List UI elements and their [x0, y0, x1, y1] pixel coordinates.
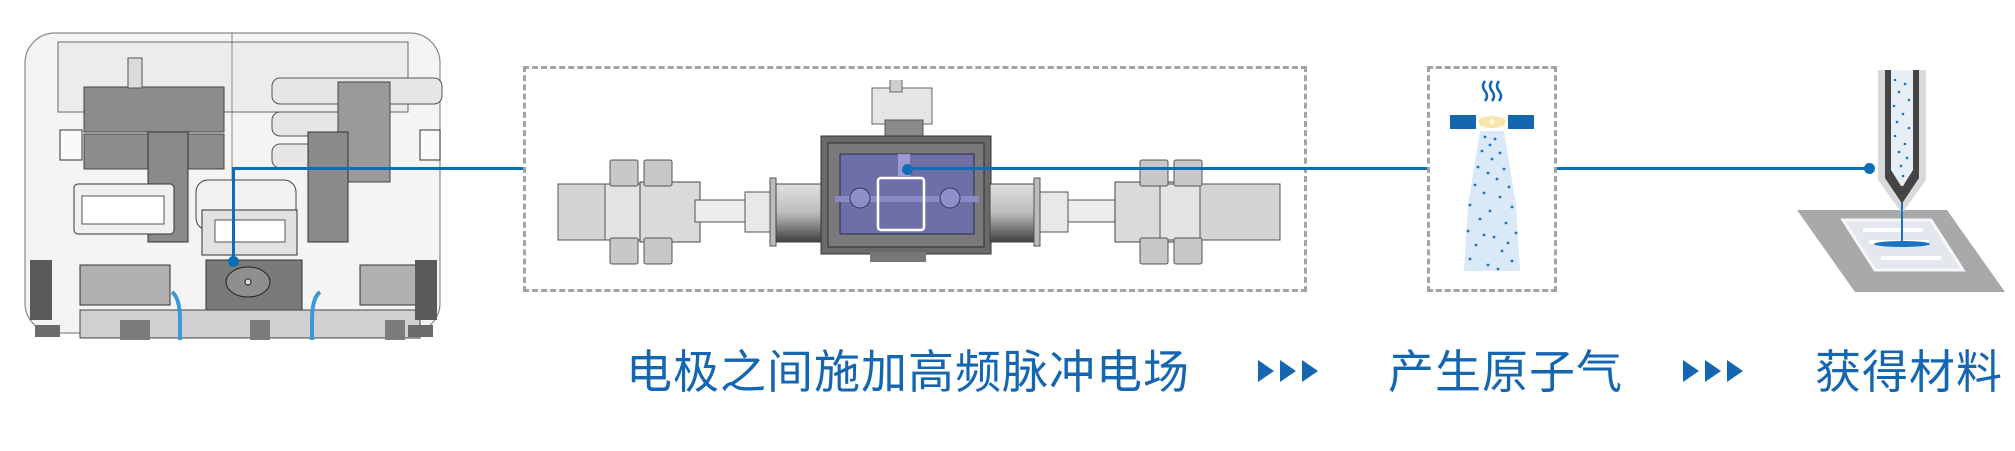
arrow-right-icon: [1705, 360, 1721, 382]
atom-vapor-illustration: [1440, 75, 1545, 285]
material-deposition-illustration: [1785, 60, 2015, 310]
connector-line-chamber: [907, 167, 1427, 170]
heat-waves-icon: [1481, 80, 1503, 102]
step-label-pulse-field: 电极之间施加高频脉冲电场: [626, 345, 1190, 399]
connector-line-machine-horizontal: [232, 167, 524, 170]
connector-dot-machine: [228, 256, 239, 267]
separator-arrows-1: [1258, 360, 1318, 382]
electrode-chamber-frame: [523, 66, 1307, 292]
spark-ablation-machine-icon: [24, 32, 443, 340]
separator-arrows-2: [1683, 360, 1743, 382]
arrow-right-icon: [1727, 360, 1743, 382]
machine-illustration: [20, 30, 445, 340]
atom-vapor-spray-icon: [1450, 80, 1534, 271]
arrow-right-icon: [1683, 360, 1699, 382]
electrode-chamber-icon: [557, 69, 1281, 265]
step-label-obtain-material: 获得材料: [1815, 345, 2003, 399]
arrow-right-icon: [1302, 360, 1318, 382]
arrow-right-icon: [1280, 360, 1296, 382]
step-label-atom-vapor: 产生原子气: [1388, 345, 1623, 399]
connector-line-machine-vertical: [232, 168, 235, 260]
electrode-chamber-illustration: [550, 69, 1290, 280]
nozzle-deposition-icon: [1797, 70, 2005, 292]
atom-vapor-frame: [1427, 66, 1557, 292]
arrow-right-icon: [1258, 360, 1274, 382]
connector-line-vapor-to-nozzle: [1557, 167, 1867, 170]
connector-dot-nozzle: [1864, 163, 1875, 174]
